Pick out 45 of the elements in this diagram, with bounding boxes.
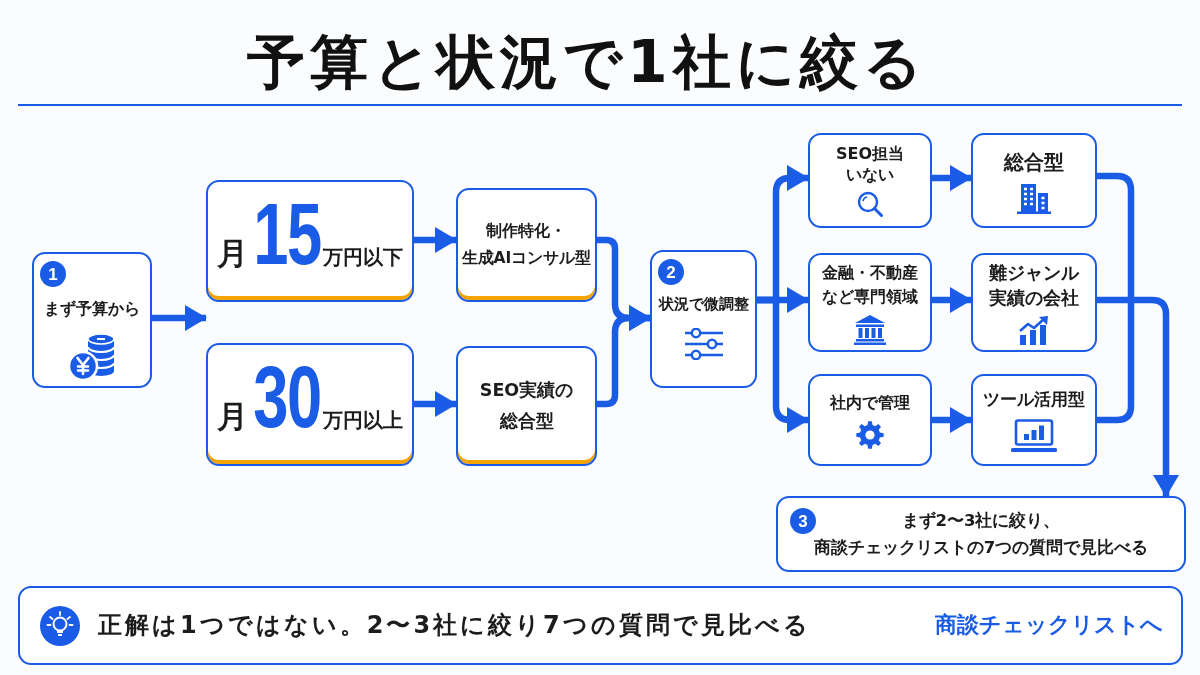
- plan-box: [456, 188, 597, 302]
- recommendation-label: 総合型: [1004, 149, 1064, 176]
- step-number: 1: [40, 261, 66, 287]
- arrow: [414, 391, 457, 417]
- budget-amount: 30: [252, 353, 321, 441]
- situation-label: 金融・不動産など専門領域: [822, 261, 918, 308]
- budget-box: [206, 343, 414, 466]
- arrow: [932, 165, 972, 191]
- tip-text: 正解は1つではない。2〜3社に絞り7つの質問で見比べる: [98, 609, 811, 641]
- arrow: [932, 287, 972, 313]
- situation-box: [808, 374, 932, 466]
- checklist-link: 商談チェックリストへ: [935, 611, 1163, 640]
- arrow: [152, 305, 207, 331]
- step-label: まず予算から: [44, 298, 140, 320]
- recommendation-box: [971, 133, 1097, 228]
- page-title: 予算と状況で1社に絞る: [247, 27, 927, 98]
- recommendation-box: [971, 253, 1097, 352]
- step-label: 状況で微調整: [658, 294, 749, 315]
- step-box: [32, 252, 152, 388]
- arrow: [932, 407, 972, 433]
- situation-label: SEO担当いない: [835, 143, 905, 186]
- summary-box: [776, 496, 1186, 572]
- recommendation-box: [971, 374, 1097, 466]
- month-prefix: 月: [216, 238, 248, 269]
- summary-text: まず2〜3社に絞り、商談チェックリストの7つの質問で見比べる: [813, 509, 1149, 559]
- plan-label: SEO実績の総合型: [479, 379, 574, 433]
- budget-unit: 万円以上: [323, 410, 404, 430]
- situation-box: [808, 133, 932, 228]
- recommendation-label: 難ジャンル実績の会社: [989, 260, 1079, 310]
- step-number: 2: [658, 259, 684, 285]
- arrow: [757, 296, 809, 433]
- arrow: [414, 227, 457, 253]
- tip-banner: [18, 586, 1183, 665]
- situation-label: 社内で管理: [830, 392, 910, 414]
- step-number: 3: [790, 508, 816, 534]
- recommendation-label: ツール活用型: [983, 388, 1085, 412]
- budget-box: [206, 180, 414, 302]
- month-prefix: 月: [216, 401, 248, 432]
- step-box: [650, 250, 757, 388]
- arrow: [597, 305, 651, 408]
- plan-box: [456, 346, 597, 466]
- situation-box: [808, 253, 932, 352]
- plan-label: 制作特化・生成AIコンサル型: [461, 220, 592, 269]
- budget-unit: 万円以下: [323, 247, 404, 267]
- budget-amount: 15: [252, 190, 321, 278]
